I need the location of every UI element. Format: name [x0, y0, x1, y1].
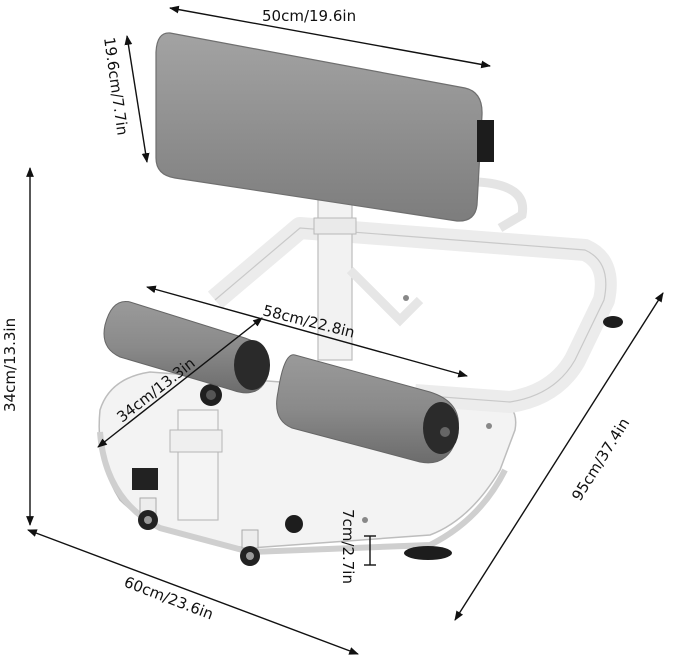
- handle-tube: [477, 177, 528, 232]
- overall-width-label: 60cm/23.6in: [122, 573, 216, 624]
- roller-span-line: [146, 285, 468, 378]
- dimension-lines: [26, 5, 664, 655]
- backrest-width-line: [169, 5, 491, 69]
- roller-height-line: [97, 317, 263, 448]
- front-wheel-right: [240, 529, 260, 566]
- overall-width-line: [27, 529, 359, 655]
- backrest-height-line: [124, 35, 150, 163]
- front-column: [177, 409, 219, 521]
- overall-height-label: 34cm/13.3in: [1, 318, 19, 412]
- overall-length-line: [454, 292, 664, 621]
- rubber-foot-front: [404, 546, 452, 560]
- backrest-pad: [155, 32, 483, 222]
- front-wheel-left: [138, 497, 158, 530]
- backrest-strap: [477, 120, 494, 162]
- backrest-height-label: 19.6cm/7.7in: [100, 36, 132, 136]
- overall-length-label: 95cm/37.4in: [568, 415, 633, 504]
- backrest-width-label: 50cm/19.6in: [262, 7, 356, 25]
- base-height-label: 7cm/2.7in: [339, 509, 357, 584]
- rubber-foot-rear: [603, 316, 623, 328]
- product-image: [97, 32, 623, 566]
